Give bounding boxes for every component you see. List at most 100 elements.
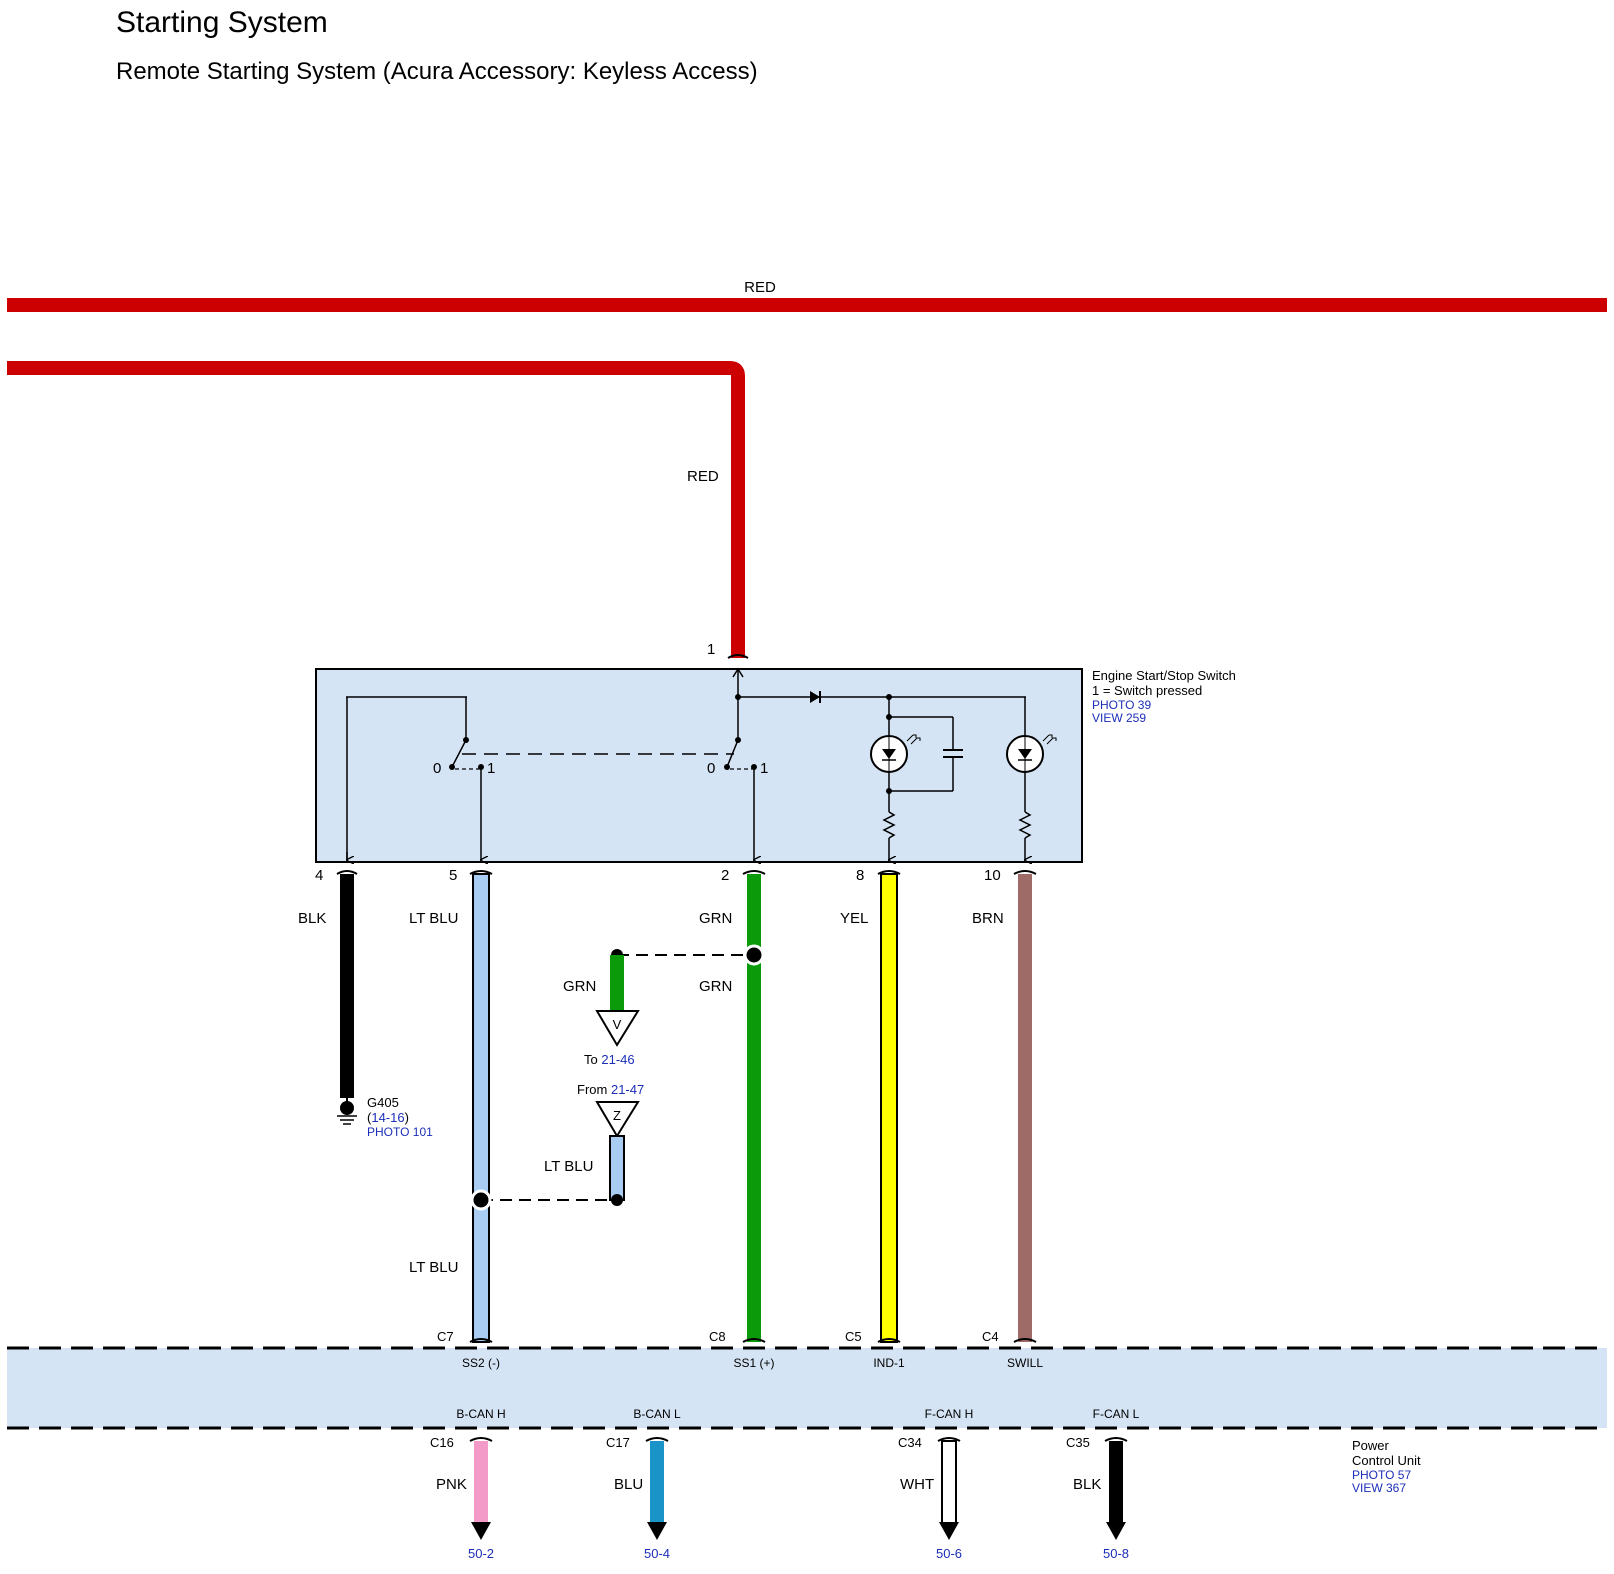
ground-icon: [337, 1098, 357, 1125]
grn-branch-label: GRN: [563, 978, 596, 995]
c34-label: C34: [898, 1435, 922, 1450]
c7-connector: [469, 1338, 493, 1343]
connector-z-triangle: [595, 1101, 640, 1138]
grn-wire: [747, 874, 761, 1342]
ground-name: G405: [367, 1095, 399, 1110]
ss2-signal: SS2 (-): [462, 1356, 500, 1370]
pcu-view-link[interactable]: VIEW 367: [1352, 1481, 1406, 1495]
c34-connector: [937, 1437, 961, 1442]
lt-blu-splice-point: [470, 1189, 492, 1211]
brn-wire-label: BRN: [972, 910, 1004, 927]
switch-internal-circuit: [346, 667, 1057, 860]
lt-blu-wire-label: LT BLU: [409, 910, 458, 927]
fcanh-signal: F-CAN H: [925, 1407, 974, 1421]
blk-can-wire-label: BLK: [1073, 1476, 1101, 1493]
c8-connector: [742, 1338, 766, 1343]
pnk-arrow: [471, 1522, 491, 1540]
pin-1-connector: [727, 654, 749, 659]
ref-50-4-link[interactable]: 50-4: [644, 1546, 670, 1561]
ind1-signal: IND-1: [873, 1356, 905, 1370]
blu-arrow: [647, 1522, 667, 1540]
pin-2-label: 2: [721, 867, 729, 884]
red-feed-label: RED: [687, 468, 719, 485]
lt-blu-branch-wire: [609, 1135, 625, 1201]
wht-wire-label: WHT: [900, 1476, 934, 1493]
pin-2-connector: [742, 870, 766, 875]
pcu-name-line2: Control Unit: [1352, 1453, 1421, 1468]
blk-can-wire: [1109, 1441, 1123, 1523]
bcanh-signal: B-CAN H: [456, 1407, 505, 1421]
pin-1-label: 1: [707, 641, 715, 658]
c4-label: C4: [982, 1329, 999, 1344]
yel-wire: [880, 873, 898, 1343]
pin-5-label: 5: [449, 867, 457, 884]
grn-branch-wire: [610, 955, 624, 1011]
connector-v-triangle: [595, 1010, 640, 1047]
switch2-contact-1: 1: [487, 760, 495, 777]
c5-connector: [877, 1338, 901, 1343]
ref-50-8-link[interactable]: 50-8: [1103, 1546, 1129, 1561]
ref-50-2-link[interactable]: 50-2: [468, 1546, 494, 1561]
c4-connector: [1013, 1338, 1037, 1343]
c7-label: C7: [437, 1329, 454, 1344]
connector-z-letter: Z: [613, 1108, 621, 1123]
grn-splice-point: [743, 944, 765, 966]
pnk-wire: [474, 1441, 488, 1523]
switch1-contact-1: 1: [760, 760, 768, 777]
c35-connector: [1104, 1437, 1128, 1442]
ss1-signal: SS1 (+): [733, 1356, 774, 1370]
c17-label: C17: [606, 1435, 630, 1450]
pin-4-connector: [336, 870, 358, 875]
bcanl-signal: B-CAN L: [633, 1407, 681, 1421]
page-subtitle: Remote Starting System (Acura Accessory:…: [116, 58, 758, 85]
pin-4-label: 4: [315, 867, 323, 884]
switch2-contact-0: 0: [433, 760, 441, 777]
blk-wire-label: BLK: [298, 910, 326, 927]
swill-signal: SWILL: [1007, 1356, 1043, 1370]
lt-blu-branch-label: LT BLU: [544, 1158, 593, 1175]
switch-view-link[interactable]: VIEW 259: [1092, 711, 1146, 725]
ground-ref[interactable]: (14-16): [367, 1110, 409, 1125]
pcu-photo-link[interactable]: PHOTO 57: [1352, 1468, 1411, 1482]
engine-start-stop-switch: [315, 668, 1083, 863]
c35-label: C35: [1066, 1435, 1090, 1450]
pin-10-connector: [1013, 870, 1037, 875]
c16-label: C16: [430, 1435, 454, 1450]
lt-blu-wire: [472, 873, 490, 1343]
blk-wire: [340, 874, 354, 1098]
c17-connector: [645, 1437, 669, 1442]
pin-5-connector: [469, 870, 493, 875]
brn-wire: [1018, 874, 1032, 1342]
grn-wire-label: GRN: [699, 910, 732, 927]
connector-v-letter: V: [613, 1017, 622, 1032]
red-feed-wire: [7, 361, 745, 658]
lt-blu-wire-label-lower: LT BLU: [409, 1259, 458, 1276]
c8-label: C8: [709, 1329, 726, 1344]
pin-8-connector: [877, 870, 901, 875]
switch-name: Engine Start/Stop Switch: [1092, 668, 1236, 683]
to-ref-text[interactable]: To 21-46: [584, 1052, 635, 1067]
switch-photo-link[interactable]: PHOTO 39: [1092, 698, 1151, 712]
ref-50-6-link[interactable]: 50-6: [936, 1546, 962, 1561]
c5-label: C5: [845, 1329, 862, 1344]
yel-wire-label: YEL: [840, 910, 868, 927]
power-control-unit: [7, 1348, 1607, 1428]
from-ref-text[interactable]: From 21-47: [577, 1082, 644, 1097]
wht-wire: [941, 1440, 957, 1524]
fcanl-signal: F-CAN L: [1093, 1407, 1140, 1421]
wht-arrow: [939, 1522, 959, 1540]
switch1-contact-0: 0: [707, 760, 715, 777]
grn-wire-label-lower: GRN: [699, 978, 732, 995]
pnk-wire-label: PNK: [436, 1476, 467, 1493]
switch-note: 1 = Switch pressed: [1092, 683, 1202, 698]
page-title: Starting System: [116, 6, 328, 39]
ground-photo-link[interactable]: PHOTO 101: [367, 1125, 433, 1139]
red-bus-wire: [7, 298, 1607, 312]
blk-can-arrow: [1106, 1522, 1126, 1540]
c16-connector: [469, 1437, 493, 1442]
blu-wire: [650, 1441, 664, 1523]
pcu-name-line1: Power: [1352, 1438, 1390, 1453]
blu-wire-label: BLU: [614, 1476, 643, 1493]
pin-8-label: 8: [856, 867, 864, 884]
